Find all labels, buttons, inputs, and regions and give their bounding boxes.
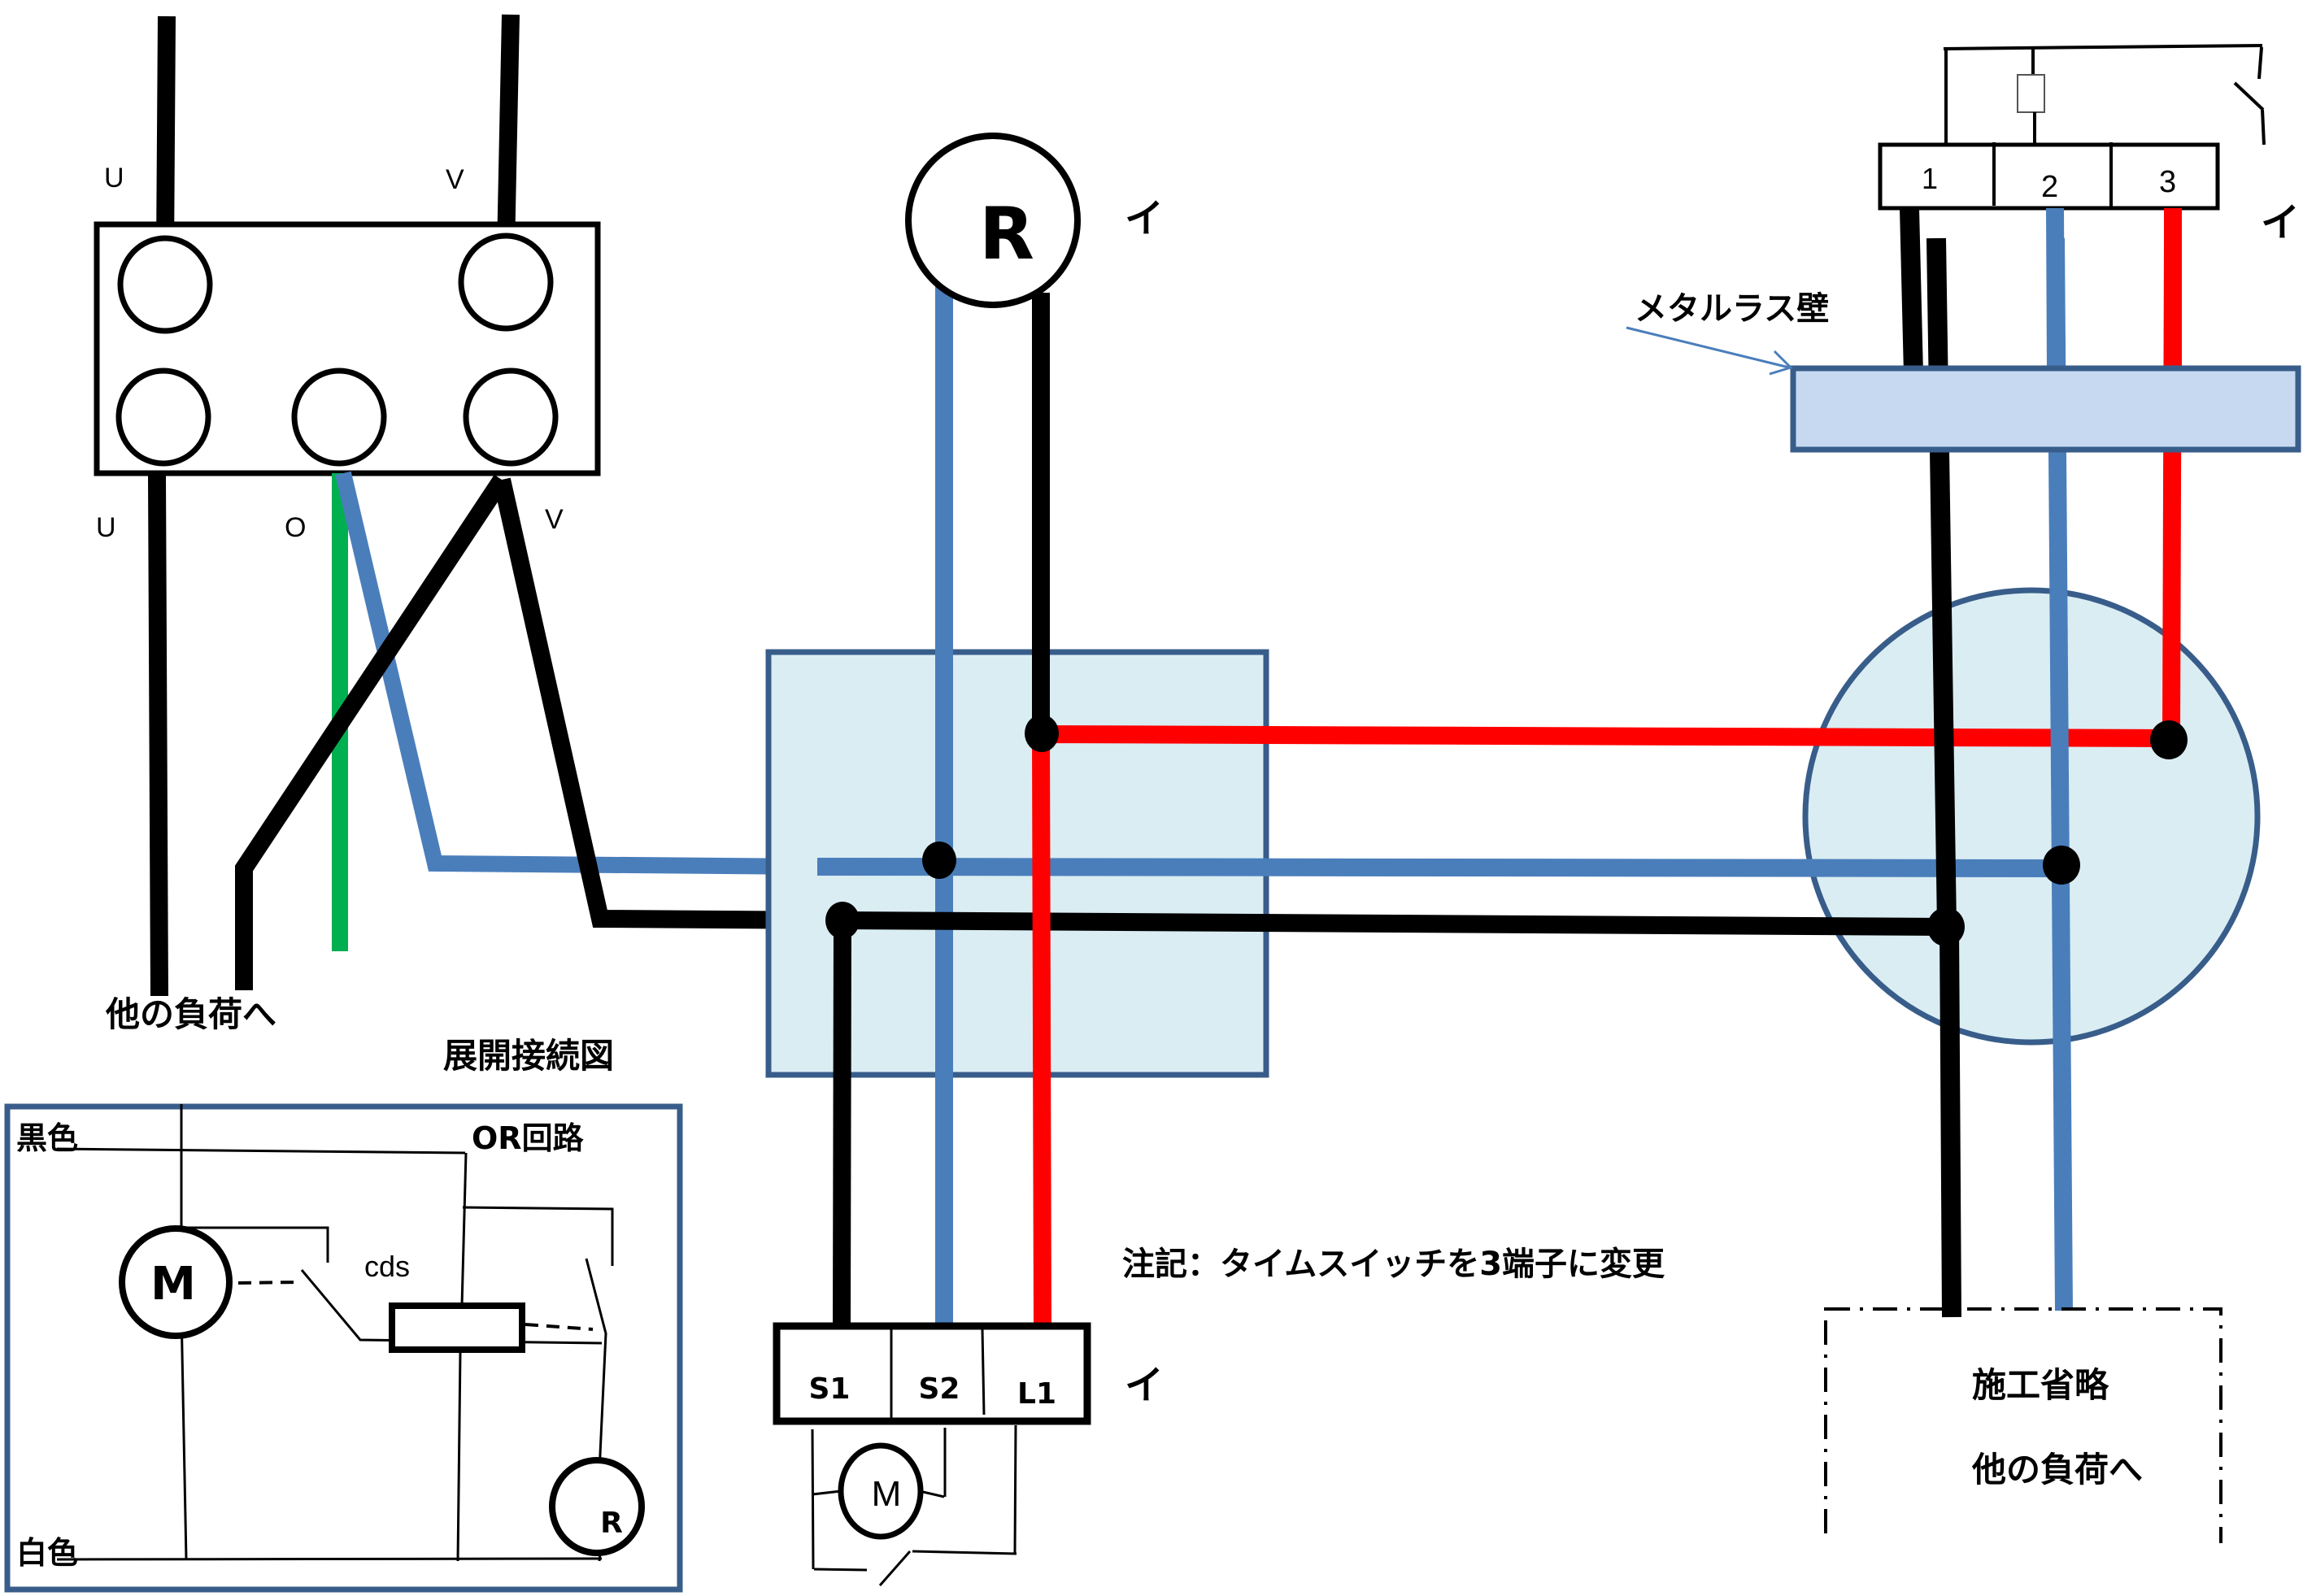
branch-wire-v-other-load [235,474,510,990]
black-wire-horizontal [841,911,1948,936]
omitted-line-1: 施工省略 [1972,1365,2109,1405]
junction-dot [922,841,956,879]
time-switch: 1 2 3 イ [1878,44,2300,246]
lamp-circle [905,133,1081,308]
ts-internal-line-3a [2257,46,2263,80]
motor-switch: S1 S2 L1 イ M [773,1322,1164,1586]
schematic-line-black [56,1147,466,1155]
wall-label: メタルラス壁 [1635,290,1829,328]
label-bottom-o: O [285,512,306,543]
ms-internal [912,1550,1017,1555]
label-top-u: U [104,163,124,194]
terminal-top-u [117,235,213,334]
outgoing-wire-u [148,475,168,997]
lamp-mark: イ [1125,196,1164,241]
ts-mark: イ [2261,200,2300,246]
label-top-v: V [446,164,464,195]
schematic-motor [119,1225,233,1339]
schematic-line [460,1152,468,1307]
junction-dot [825,902,860,939]
schematic-dash [237,1281,299,1285]
schematic-black-label: 黒色 [16,1120,78,1156]
ms-internal [811,1429,815,1570]
schematic-white-label: 白色 [16,1535,78,1571]
white-wire-horizontal [816,858,2061,877]
incoming-wire-u [156,15,176,254]
schematic-switch [585,1258,607,1472]
ts-wire-2-white-top [2046,207,2065,375]
ms-terminal-s1: S1 [809,1372,851,1406]
ts-wire-1-black-top [1900,207,1923,375]
ts-internal-line-3b [2261,109,2266,146]
wall-arrow-line [1626,326,1790,369]
schematic-diagram: 展開接続図 黒色 白色 OR回路 cds M R [4,1036,683,1593]
ms-contact [878,1550,912,1586]
distribution-panel: U V U O V 他の負荷へ [94,14,842,1034]
ts-motor-element [2017,74,2045,113]
omitted-area: 施工省略 他の負荷へ [1822,1307,2225,1550]
ms-motor-circle [838,1442,924,1540]
junction-dot [1927,907,1965,946]
lamp-r: R イ [905,133,1164,308]
schematic-line [598,1552,602,1562]
schematic-motor-symbol: M [150,1258,196,1311]
ms-terminal-s2: S2 [919,1372,960,1406]
junction-dot [1025,715,1059,752]
ms-internal [1013,1424,1017,1554]
ts-wire-1-black [1926,237,1957,928]
schematic-dash [525,1323,594,1331]
wall-arrow-head [1769,350,1793,376]
wall-bar [1790,365,2301,453]
ms-internal [922,1490,945,1498]
label-other-load-left: 他の負荷へ [105,994,276,1034]
red-wire [1031,237,2182,1327]
schematic-line [181,1226,329,1263]
omitted-box [1824,1307,2222,1546]
schematic-line [462,1206,614,1266]
ts-switch-contact [2233,81,2265,111]
ts-terminal-3: 3 [2159,165,2176,199]
label-bottom-u: U [96,512,116,543]
schematic-lamp [549,1457,645,1556]
label-bottom-v: V [545,504,564,535]
metal-lath-wall: メタルラス壁 [1626,290,2301,453]
schematic-line [456,1351,462,1562]
ms-motor-symbol: M [872,1474,902,1514]
line-wire-v [493,477,842,929]
ts-wire-black-down [1939,926,1961,1318]
ms-terminal-block [773,1322,1091,1425]
ms-internal [813,1568,868,1572]
schematic-lamp-symbol: R [600,1507,623,1540]
omitted-line-2: 他の負荷へ [1971,1450,2143,1489]
ts-terminal-block [1878,142,2220,211]
junction-box-right [1802,587,2261,1046]
neutral-wire-white [335,471,818,875]
terminal-bottom-u [115,367,211,467]
junction-dot [2043,846,2080,885]
junction-dot [2150,720,2188,759]
schematic-line [180,1310,188,1560]
schematic-title: 展開接続図 [443,1036,614,1076]
ts-terminal-2: 2 [2041,170,2058,204]
ts-internal-top [1943,44,2263,50]
ts-terminal-1: 1 [1922,162,1938,195]
ms-divider [981,1329,986,1416]
note-text: 注記：タイムスイッチを3端子に変更 [1122,1246,1665,1283]
schematic-cds-label: cds [364,1250,410,1283]
terminal-bottom-v [463,367,559,467]
schematic-or-label: OR回路 [472,1120,585,1156]
terminal-top-v [458,233,554,332]
schematic-cds-relay [389,1302,525,1353]
incoming-wire-v [497,14,520,251]
terminal-bottom-o [291,367,387,467]
ms-mark: イ [1125,1363,1164,1408]
lamp-symbol: R [979,192,1034,276]
ms-terminal-l1: L1 [1017,1377,1056,1411]
ms-internal [812,1489,842,1496]
